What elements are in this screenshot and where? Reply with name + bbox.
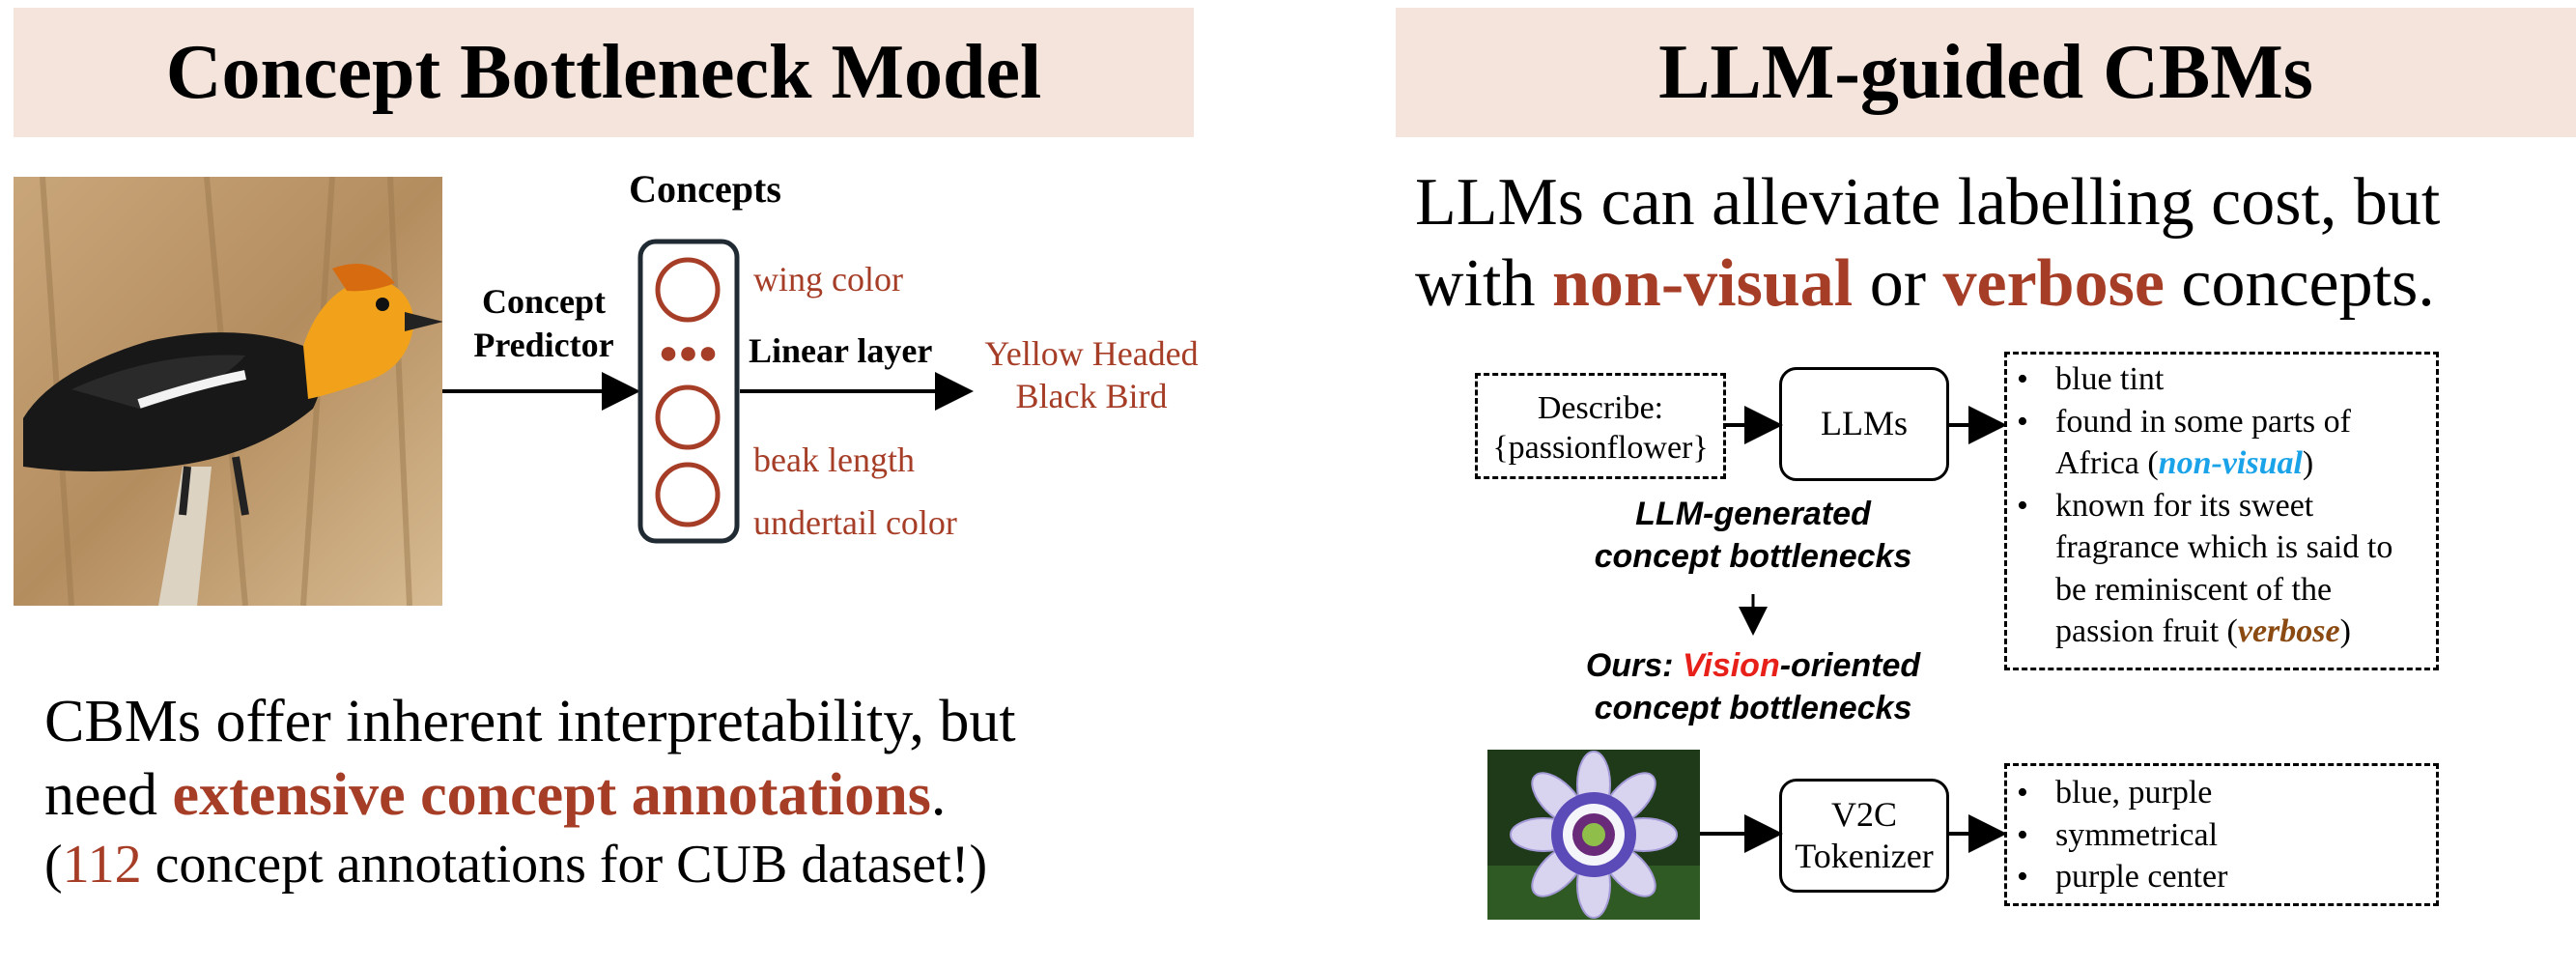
output-class-line1: Yellow Headed [984,334,1199,373]
v2c-output-item: purple center [2007,856,2428,898]
prompt-line2: {passionflower} [1492,429,1709,466]
vision-highlight: Vision [1682,647,1780,684]
concept-node [655,384,721,450]
output-class-line2: Black Bird [1015,376,1168,415]
llm-output-box: blue tint found in some parts of Africa … [2004,352,2439,670]
right-headline-line2: with non-visual or verbose concepts. [1415,246,2435,321]
verbose-highlight: verbose [1942,246,2165,321]
v2c-output-box: blue, purple symmetrical purple center [2004,763,2439,906]
passionflower-image [1487,750,1700,920]
non-visual-highlight: non-visual [1551,246,1854,321]
concept-item-beak-length: beak length [753,441,915,479]
llms-box: LLMs [1779,367,1949,481]
ours-label: Ours: Vision-oriented concept bottleneck… [1585,647,1921,727]
llm-generated-label: LLM-generated concept bottlenecks [1594,496,1912,576]
llm-output-item: found in some parts of Africa (non-visua… [2007,401,2428,485]
v2c-tokenizer-box: V2C Tokenizer [1779,779,1949,893]
v2c-box-line1: V2C [1830,794,1897,834]
prompt-line1: Describe: [1537,390,1664,426]
verbose-tag: verbose [2237,613,2340,650]
cbm-diagram-arrows [442,239,974,544]
left-banner: Concept Bottleneck Model [14,8,1194,137]
left-summary-line2: need extensive concept annotations. [44,761,947,828]
llm-diagram-arrows [1700,406,2007,853]
concept-item-wing-color: wing color [753,260,903,299]
llms-box-label: LLMs [1821,404,1908,443]
left-banner-title: Concept Bottleneck Model [165,29,1042,115]
llm-output-item: blue tint [2007,358,2428,401]
concept-node [655,462,721,527]
llm-output-list: blue tint found in some parts of Africa … [2007,358,2428,653]
v2c-output-item: blue, purple [2007,772,2428,814]
predictor-label-line1: Concept [482,282,606,321]
v2c-output-item: symmetrical [2007,814,2428,857]
concept-layer-box [637,239,740,544]
left-summary: CBMs offer inherent interpretability, bu… [44,686,1016,898]
output-class-label: Yellow Headed Black Bird [976,333,1207,418]
v2c-box-line2: Tokenizer [1795,837,1934,875]
right-banner-title: LLM-guided CBMs [1658,29,2313,115]
left-summary-line1: CBMs offer inherent interpretability, bu… [44,689,1016,754]
predictor-label-line2: Predictor [473,326,614,364]
concept-node [655,257,721,323]
v2c-output-list: blue, purple symmetrical purple center [2007,772,2428,898]
extensive-annotations-highlight: extensive concept annotations [172,761,931,828]
predictor-label: Concept Predictor [452,280,636,367]
linear-layer-label: Linear layer [749,331,933,370]
bird-image [14,177,442,606]
right-headline-line1: LLMs can alleviate labelling cost, but [1415,165,2441,240]
annotation-count: 112 [62,835,142,896]
concept-dots: ●●● [658,335,719,371]
right-banner: LLM-guided CBMs [1396,8,2576,137]
concepts-title: Concepts [629,167,781,211]
concept-item-undertail-color: undertail color [753,503,957,542]
left-summary-line3: (112 concept annotations for CUB dataset… [44,835,988,896]
prompt-box: Describe: {passionflower} [1475,373,1726,479]
llm-output-item: known for its sweet fragrance which is s… [2007,485,2428,653]
right-headline: LLMs can alleviate labelling cost, but w… [1415,162,2440,325]
non-visual-tag: non-visual [2158,445,2303,482]
